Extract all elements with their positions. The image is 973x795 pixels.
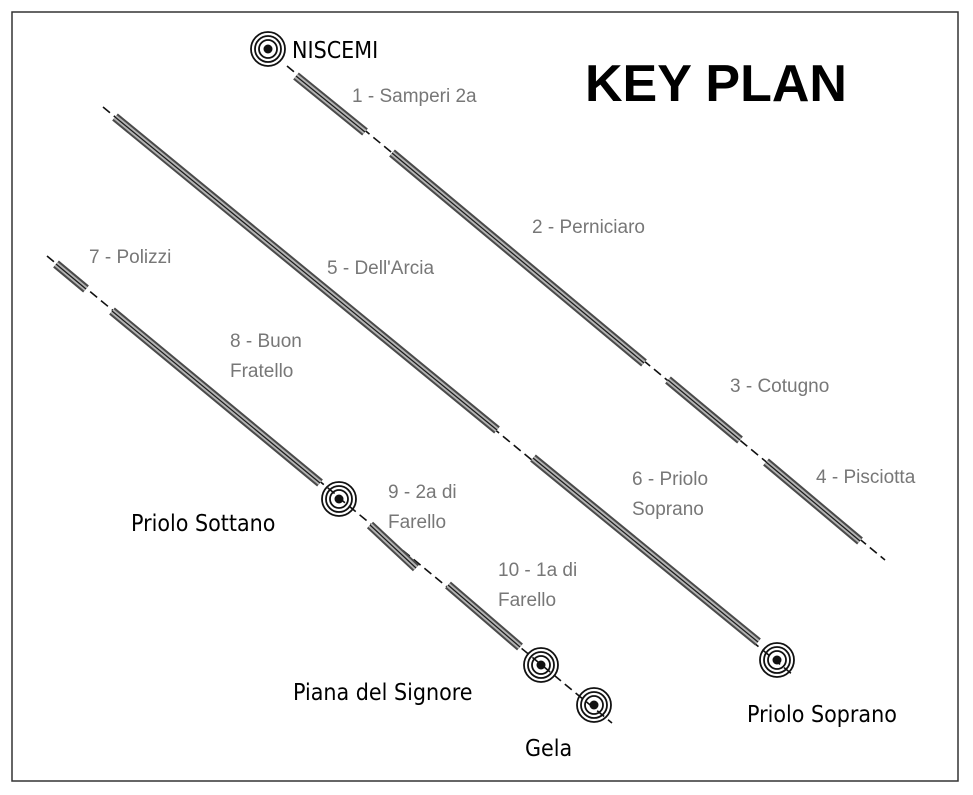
route-polizzi [46, 255, 341, 499]
segment-4-bar [763, 458, 863, 545]
segment-label-4: 4 - Pisciotta [816, 467, 916, 488]
station-marker-gela [576, 687, 612, 723]
segment-label-2: 2 - Perniciaro [532, 217, 645, 238]
segment-label-5: 5 - Dell'Arcia [327, 258, 435, 279]
route-niscemi [286, 65, 886, 561]
station-label-gela: Gela [525, 736, 572, 762]
map-frame [11, 11, 959, 782]
segment-label-7: 7 - Polizzi [89, 247, 171, 268]
segment-5-bar [112, 113, 500, 434]
segment-2-bar [389, 149, 647, 367]
segment-label-1: 1 - Samperi 2a [352, 86, 477, 107]
segment-label-10-line2: Farello [498, 590, 556, 611]
segment-3-bar [665, 376, 743, 444]
station-marker-piana-del-signore [523, 647, 559, 683]
station-marker-niscemi [250, 31, 286, 67]
segment-1-bar [293, 72, 368, 136]
route-priolo-soprano [102, 106, 794, 676]
segment-8-bar [109, 307, 323, 487]
station-label-priolo-soprano: Priolo Soprano [747, 702, 897, 728]
segment-6-bar [530, 454, 761, 646]
route-farello [337, 496, 613, 724]
station-marker-priolo-soprano [759, 642, 795, 678]
segment-9-bar [366, 521, 420, 572]
segment-label-9-line1: 9 - 2a di [388, 482, 457, 503]
segment-label-10-line1: 10 - 1a di [498, 560, 577, 581]
station-marker-priolo-sottano [321, 481, 357, 517]
segment-label-8-line1: 8 - Buon [230, 331, 302, 352]
segment-label-6-line2: Soprano [632, 499, 704, 520]
key-plan-title: KEY PLAN [585, 55, 847, 113]
segment-label-3: 3 - Cotugno [730, 376, 829, 397]
segment-7-bar [53, 260, 89, 293]
station-label-piana-del-signore: Piana del Signore [293, 680, 473, 706]
segment-10-bar [445, 581, 523, 651]
segment-label-6-line1: 6 - Priolo [632, 469, 708, 490]
segment-label-8-line2: Fratello [230, 361, 293, 382]
segment-label-9-line2: Farello [388, 512, 446, 533]
station-label-niscemi: NISCEMI [292, 38, 378, 64]
station-label-priolo-sottano: Priolo Sottano [131, 511, 275, 537]
